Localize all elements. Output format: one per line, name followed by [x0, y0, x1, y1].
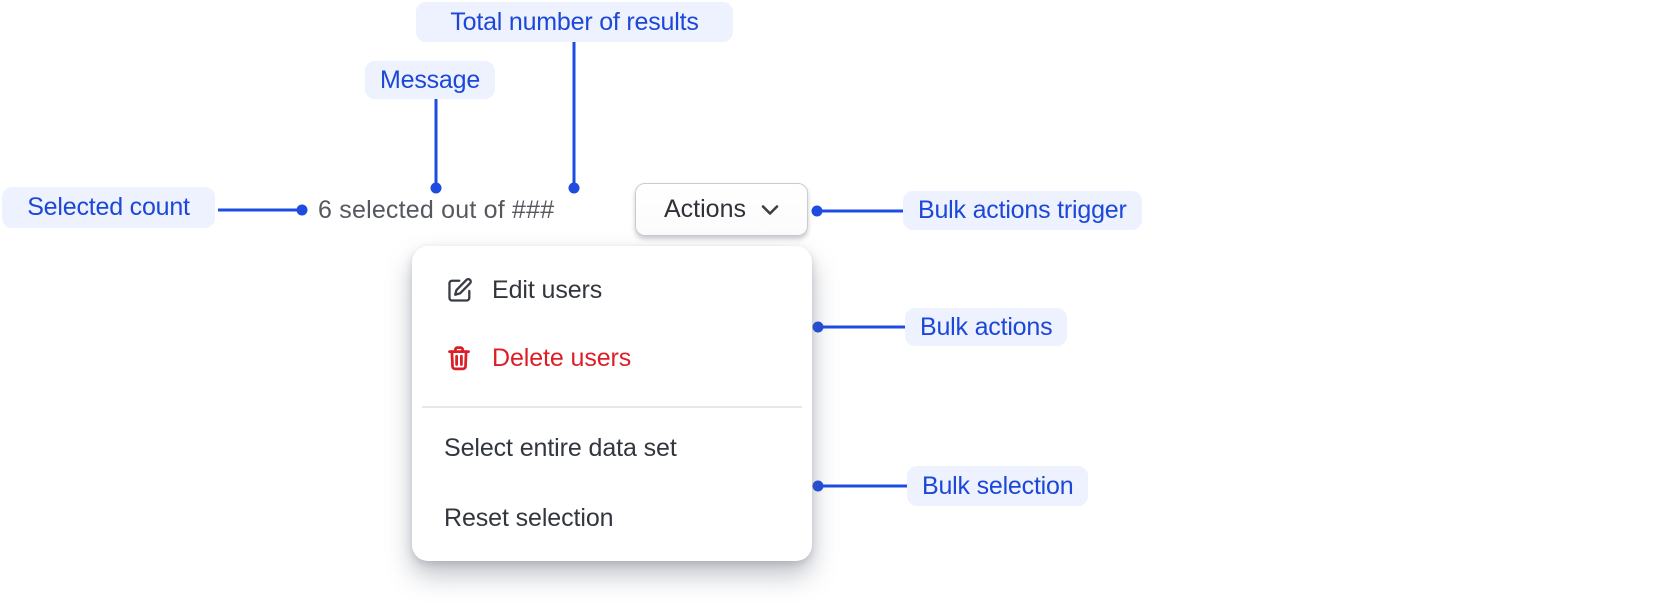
selection-status-message: 6 selected out of ###	[318, 185, 554, 235]
trash-icon	[444, 343, 474, 373]
annotation-bulk-actions: Bulk actions	[905, 308, 1068, 346]
menu-item-label: Edit users	[492, 275, 603, 304]
menu-item-edit-users[interactable]: Edit users	[412, 256, 812, 324]
menu-divider	[422, 406, 802, 408]
bulk-actions-menu: Edit users Delete users Select entire da…	[412, 246, 812, 561]
menu-item-label: Delete users	[492, 343, 632, 372]
actions-button-label: Actions	[664, 195, 746, 223]
annotation-total-number-of-results: Total number of results	[416, 2, 733, 42]
chevron-down-icon	[761, 204, 779, 216]
selection-message-text: selected out of	[339, 195, 505, 224]
total-results-placeholder: ###	[512, 195, 555, 224]
annotation-bulk-actions-trigger: Bulk actions trigger	[903, 191, 1142, 230]
menu-item-select-entire-data-set[interactable]: Select entire data set	[412, 408, 812, 488]
annotation-selected-count: Selected count	[2, 187, 215, 228]
annotation-bulk-selection: Bulk selection	[907, 466, 1089, 506]
annotation-message: Message	[365, 61, 496, 99]
edit-icon	[444, 276, 474, 305]
selected-count-value: 6	[318, 195, 333, 224]
menu-item-label: Select entire data set	[444, 433, 677, 462]
menu-item-reset-selection[interactable]: Reset selection	[412, 488, 812, 548]
bulk-actions-trigger-button[interactable]: Actions	[635, 183, 808, 236]
menu-item-label: Reset selection	[444, 503, 614, 532]
menu-item-delete-users[interactable]: Delete users	[412, 324, 812, 392]
